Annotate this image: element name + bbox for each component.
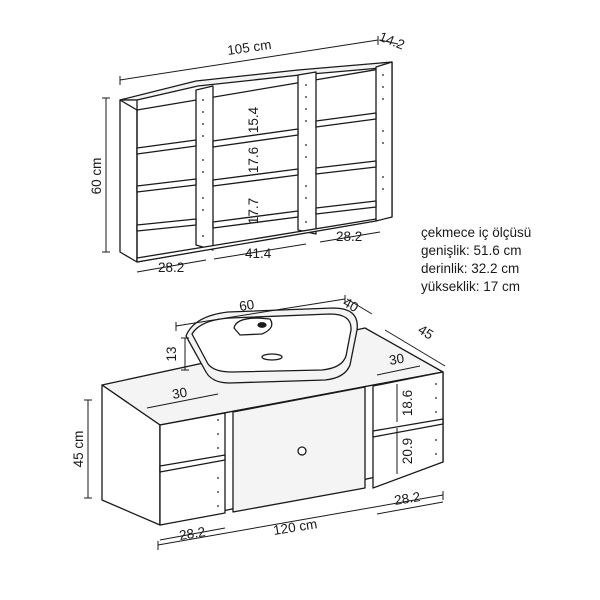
shelf-compartment-width-middle: 41.4 xyxy=(245,246,272,261)
shelf-compartment-width-left: 28.2 xyxy=(158,260,184,275)
drawer-info-height: yükseklik: 17 cm xyxy=(421,279,521,294)
cabinet-bottom-left-width-label: 28.2 xyxy=(178,524,206,543)
shelf-height-label: 60 cm xyxy=(89,158,104,195)
wall-shelf-drawing xyxy=(119,61,393,263)
wall-shelf-dimension-labels: 105 cm 14.2 60 cm 15.4 17.6 17.7 28.2 41… xyxy=(89,29,407,275)
shelf-compartment-height-2: 17.6 xyxy=(246,147,261,173)
vanity-cabinet-hole-dots xyxy=(217,383,437,507)
cabinet-right-shelf-height-1: 18.6 xyxy=(400,390,415,416)
shelf-depth-label: 14.2 xyxy=(377,29,407,53)
shelf-compartment-width-right: 28.2 xyxy=(336,229,362,244)
cabinet-dimension-labels: 60 40 13 45 30 30 45 cm 18.6 20.9 28.2 2… xyxy=(71,295,436,543)
cabinet-width-label: 120 cm xyxy=(272,516,318,538)
wall-shelf-dimension-lines xyxy=(102,36,399,273)
drawer-info-depth: derinlik: 32.2 cm xyxy=(421,261,520,276)
basin-width-label: 60 xyxy=(238,297,255,314)
shelf-width-label: 105 cm xyxy=(226,37,272,58)
drawer-inner-dimensions: çekmece iç ölçüsü genişlik: 51.6 cm deri… xyxy=(421,224,531,296)
basin-drawing xyxy=(185,307,358,384)
cabinet-bottom-right-width-label: 28.2 xyxy=(393,489,421,508)
basin-height-label: 13 xyxy=(164,346,179,361)
wall-shelf-hole-dots xyxy=(202,74,384,237)
cabinet-right-shelf-height-2: 20.9 xyxy=(400,438,415,464)
drawer-knob-icon xyxy=(297,446,307,456)
cabinet-depth-label: 45 xyxy=(415,322,436,343)
drawer-info-width: genişlik: 51.6 cm xyxy=(421,243,522,258)
drawer-info-title: çekmece iç ölçüsü xyxy=(421,225,532,240)
cabinet-top-depth-left-label: 30 xyxy=(171,385,188,402)
basin-depth-label: 40 xyxy=(341,295,362,316)
shelf-compartment-height-3: 17.7 xyxy=(246,198,261,224)
cabinet-top-depth-right-label: 30 xyxy=(388,351,405,368)
cabinet-height-label: 45 cm xyxy=(71,431,86,468)
shelf-compartment-height-1: 15.4 xyxy=(246,106,261,133)
cabinet-dimension-lines xyxy=(84,295,446,550)
